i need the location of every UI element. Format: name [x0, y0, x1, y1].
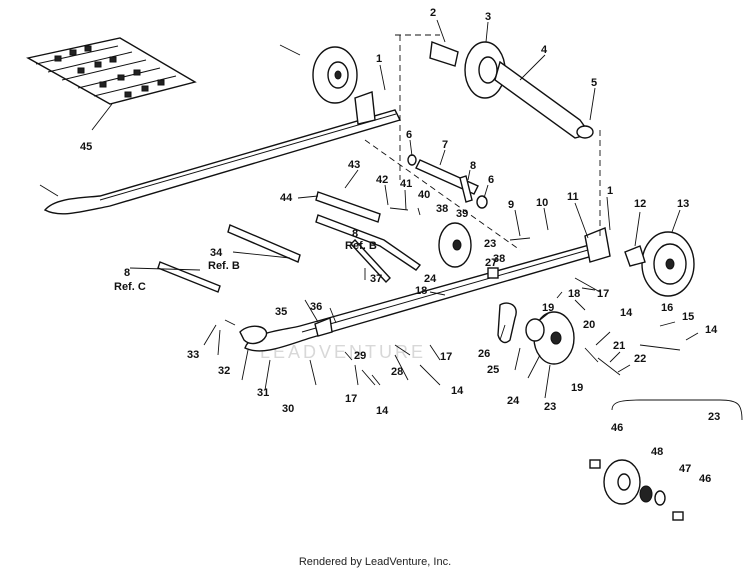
track-clip-strip: [26, 37, 197, 105]
callout-6: 6: [488, 174, 494, 186]
callout-30: 30: [282, 403, 294, 415]
callout-26: 26: [478, 348, 490, 360]
callout-25: 25: [487, 364, 499, 376]
callout-32: 32: [218, 365, 230, 377]
callout-37: 37: [370, 273, 382, 285]
right-slide-rail: [244, 227, 611, 352]
callout-labels: 1 2 3 4 5 6 7 8 6 43 42 41 40 38 39 9 10…: [80, 7, 720, 485]
callout-8: 8: [352, 228, 358, 240]
callout-8: 8: [124, 267, 130, 279]
callout-38: 38: [436, 203, 448, 215]
callout-40: 40: [418, 189, 430, 201]
callout-8: 8: [470, 160, 476, 172]
callout-48: 48: [651, 446, 663, 458]
callout-31: 31: [257, 387, 269, 399]
callout-22: 22: [634, 353, 646, 365]
assembly-lines: [364, 34, 601, 251]
callout-17: 17: [597, 288, 609, 300]
callout-41: 41: [400, 178, 412, 190]
callout-9: 9: [508, 199, 514, 211]
callout-14: 14: [451, 385, 464, 397]
callout-23: 23: [708, 411, 720, 423]
idler-wheel-mid: [438, 222, 472, 268]
callout-44: 44: [280, 192, 293, 204]
callout-27: 27: [485, 257, 497, 269]
callout-35: 35: [275, 306, 287, 318]
callout-ref-b: Ref. B: [208, 260, 240, 272]
callout-19: 19: [542, 302, 554, 314]
callout-14: 14: [705, 324, 718, 336]
callout-14: 14: [620, 307, 633, 319]
callout-ref-b: Ref. B: [345, 240, 377, 252]
callout-1: 1: [376, 53, 382, 65]
left-slide-rail: [43, 91, 401, 215]
callout-13: 13: [677, 198, 689, 210]
wheel-assembly-detail: [589, 399, 743, 521]
callout-18: 18: [415, 285, 427, 297]
callout-11: 11: [567, 191, 579, 203]
callout-20: 20: [583, 319, 595, 331]
callout-23: 23: [484, 238, 496, 250]
callout-36: 36: [310, 301, 322, 313]
callout-4: 4: [541, 44, 548, 56]
callout-3: 3: [485, 11, 491, 23]
idler-wheel-right: [624, 231, 695, 297]
leader-lines: [91, 19, 699, 399]
rear-axle-shaft: [429, 41, 594, 139]
callout-46: 46: [699, 473, 711, 485]
callout-2: 2: [430, 7, 436, 19]
footer-credit: Rendered by LeadVenture, Inc.: [298, 556, 452, 568]
callout-19: 19: [571, 382, 583, 394]
callout-1: 1: [607, 185, 613, 197]
callout-21: 21: [613, 340, 625, 352]
callout-46: 46: [611, 422, 623, 434]
callout-45: 45: [80, 141, 92, 153]
callout-43: 43: [348, 159, 360, 171]
callout-5: 5: [591, 77, 597, 89]
idler-wheel-lower: [525, 311, 575, 365]
callout-7: 7: [442, 139, 448, 151]
callout-10: 10: [536, 197, 548, 209]
callout-34: 34: [210, 247, 223, 259]
pivot-shafts: [157, 191, 422, 293]
callout-16: 16: [661, 302, 673, 314]
callout-15: 15: [682, 311, 694, 323]
callout-18: 18: [568, 288, 580, 300]
callout-23: 23: [544, 401, 556, 413]
callout-47: 47: [679, 463, 691, 475]
callout-17: 17: [345, 393, 357, 405]
idler-wheel-upper-left: [312, 46, 358, 104]
callout-24: 24: [507, 395, 520, 407]
callout-38: 38: [493, 253, 505, 265]
callout-6: 6: [406, 129, 412, 141]
callout-29: 29: [354, 350, 366, 362]
watermark: LEADVENTURE: [260, 342, 426, 362]
callout-42: 42: [376, 174, 388, 186]
callout-ref-c: Ref. C: [114, 281, 146, 293]
callout-14: 14: [376, 405, 389, 417]
callout-28: 28: [391, 366, 403, 378]
bolts: [39, 44, 681, 386]
callout-17: 17: [440, 351, 452, 363]
callout-24: 24: [424, 273, 437, 285]
callout-39: 39: [456, 208, 468, 220]
callout-33: 33: [187, 349, 199, 361]
callout-12: 12: [634, 198, 646, 210]
